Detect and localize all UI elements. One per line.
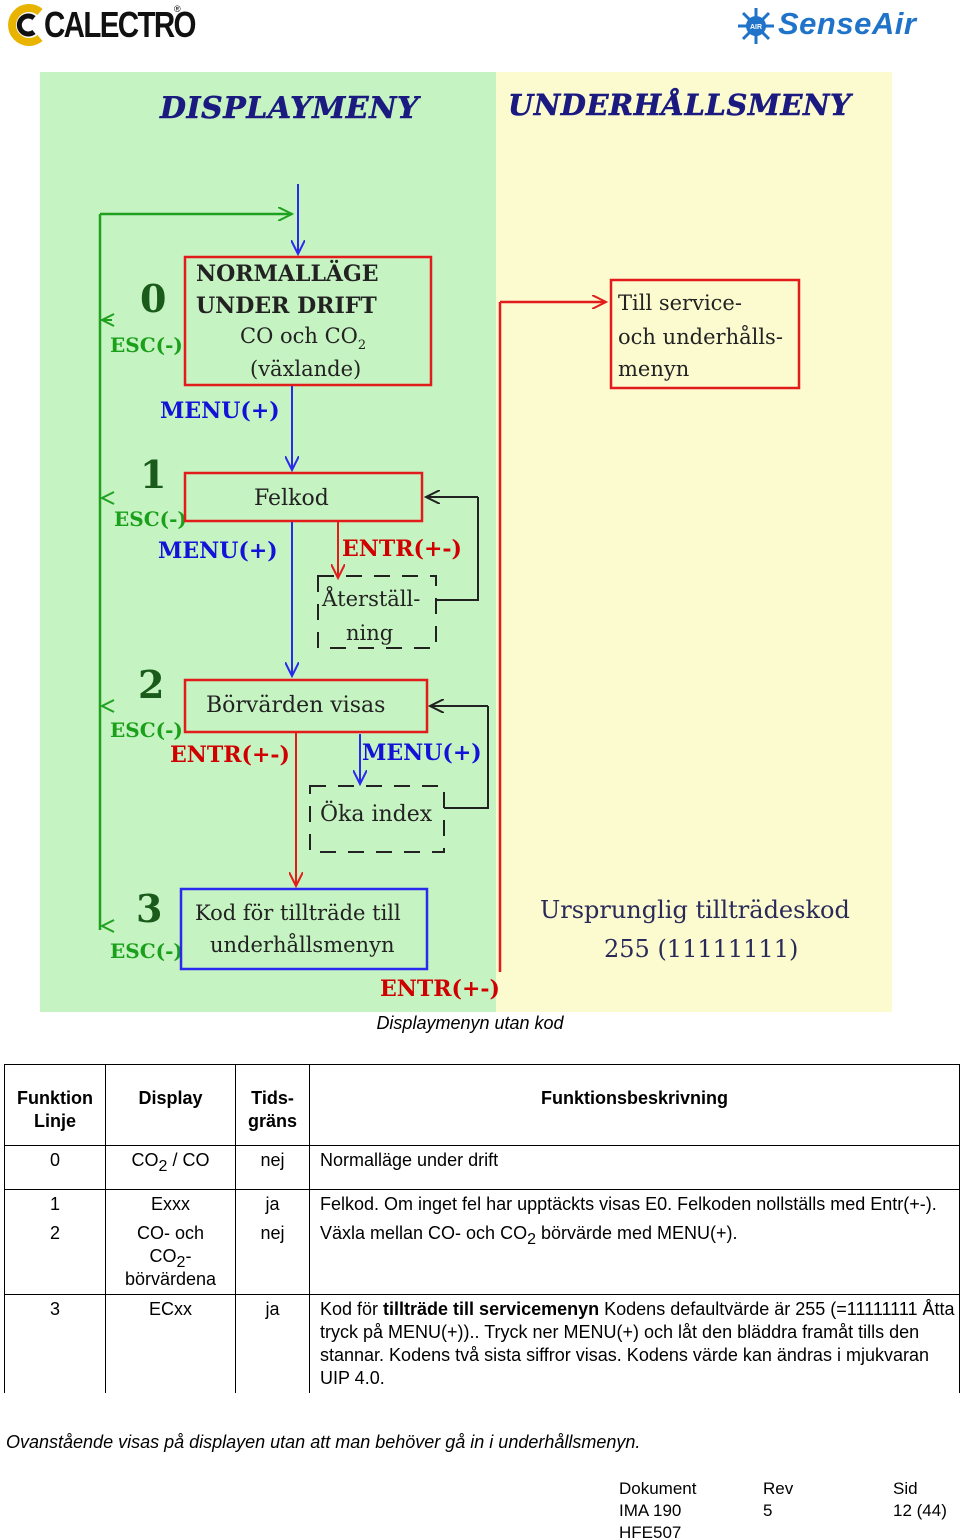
header-tidsgrans: Tids-gräns [235,1064,310,1146]
footer-rev: Rev 5 [763,1478,793,1522]
menu-label-3: MENU(+) [362,740,482,766]
footer-sid-label: Sid [893,1479,918,1498]
normallage-line1: NORMALLÄGE [196,259,379,287]
level-2-number: 2 [138,662,164,707]
footer-dokument-value2: HFE507 [619,1523,682,1540]
footer-dokument-value1: IMA 190 [619,1501,682,1520]
row3-text: Kod för tillträde till servicemenyn Kode… [309,1294,960,1393]
normallage-line4: (växlande) [250,357,361,381]
level-0-number: 0 [140,276,166,321]
footer-dokument: Dokument IMA 190 HFE507 [619,1478,696,1540]
row2-linje: 2 [4,1219,106,1295]
level-2-esc: ESC(-) [110,718,183,742]
aterstallning-line1: Återställ- [321,586,420,611]
footer-dokument-label: Dokument [619,1479,697,1498]
row3-display: ECxx [105,1294,236,1393]
level-3-number: 3 [136,886,162,931]
row1-tid: ja [235,1189,310,1219]
row3-linje: 3 [4,1294,106,1393]
level-1-esc: ESC(-) [114,507,187,531]
service-line1: Till service- [618,291,742,315]
box-borvarden [183,678,429,734]
entr-label-3: ENTR(+-) [380,976,500,1002]
borvarden-text: Börvärden visas [206,693,385,718]
aterstallning-line2: ning [346,621,393,645]
registered-mark: ® [174,4,181,14]
table-note: Ovanstående visas på displayen utan att … [6,1432,641,1452]
box-normallage [183,255,433,387]
header-funktionsbeskrivning: Funktionsbeskrivning [309,1064,960,1146]
sun-text: AIR [750,24,762,31]
normallage-line3: CO och CO2 [240,324,366,353]
row1-text: Felkod. Om inget fel har upptäckts visas… [309,1189,960,1219]
row0-linje: 0 [4,1145,106,1190]
senseair-sun-icon: AIR [738,8,774,44]
right-panel [496,72,892,1012]
box-felkod [183,471,424,523]
row0-display: CO2 / CO [105,1145,236,1190]
senseair-logo: AIR SenseAir [736,4,936,46]
diagram-caption: Displaymenyn utan kod [376,1013,564,1033]
row2-text: Växla mellan CO- och CO2 börvärde med ME… [309,1219,960,1295]
row0-tid: nej [235,1145,310,1190]
service-line2: och underhålls- [618,325,783,349]
level-3-esc: ESC(-) [110,939,183,963]
box-kod-tilltrade [179,887,429,971]
table-row: 3 ECxx ja Kod för tillträde till service… [4,1294,960,1393]
table-row: 1 Exxx ja Felkod. Om inget fel har upptä… [4,1189,960,1219]
entr-label-2: ENTR(+-) [170,742,290,768]
menu-label-2: MENU(+) [158,538,278,564]
row1-display: Exxx [105,1189,236,1219]
left-panel [40,72,496,1012]
box-till-service [609,278,801,390]
normallage-line2: UNDER DRIFT [196,293,377,319]
kod-line1: Kod för tillträde till [195,901,401,925]
header-display: Display [105,1064,236,1146]
kod-line2: underhållsmenyn [210,933,394,957]
display-menu-diagram: DISPLAYMENY UNDERHÅLLSMENY 0 ESC(-) 1 ES… [40,72,892,1012]
entr-label-1: ENTR(+-) [342,536,462,562]
level-0-esc: ESC(-) [110,333,183,357]
row2-tid: nej [235,1219,310,1295]
oka-index-text: Öka index [320,800,433,827]
row3-tid: ja [235,1294,310,1393]
footer-rev-value: 5 [763,1501,773,1520]
table-row: 0 CO2 / CO nej Normalläge under drift [4,1145,960,1190]
orig-code-line2: 255 (11111111) [604,935,798,963]
calectro-wordmark: CALECTRO [44,4,197,45]
row0-text: Normalläge under drift [309,1145,960,1190]
box-oka-index [309,785,445,853]
displaymeny-title: DISPLAYMENY [159,91,421,126]
box-aterstallning [317,575,437,649]
menu-label-1: MENU(+) [160,398,280,424]
orig-code-line1: Ursprunglig tillträdeskod [540,896,850,924]
service-line3: menyn [618,357,689,381]
underhallsmeny-title: UNDERHÅLLSMENY [508,87,854,122]
calectro-logo: CALECTRO ® [4,2,197,48]
footer-sid: Sid 12 (44) [893,1478,947,1522]
senseair-wordmark: SenseAir [778,6,917,41]
level-1-number: 1 [140,452,166,497]
felkod-text: Felkod [254,486,329,511]
calectro-mark-icon [8,4,43,46]
row1-linje: 1 [4,1189,106,1219]
footer-sid-value: 12 (44) [893,1501,947,1520]
footer-rev-label: Rev [763,1479,794,1498]
